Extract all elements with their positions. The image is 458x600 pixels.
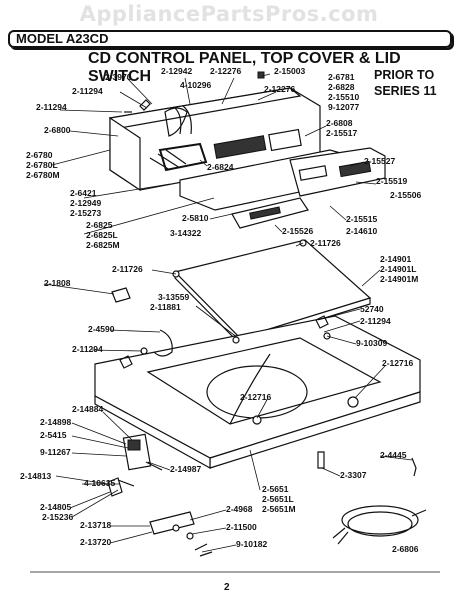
panel-plate (231, 197, 309, 229)
part-label: 2-6421 (70, 188, 97, 198)
part-label: 2-12942 (161, 66, 192, 76)
part-label: 2-6806 (392, 544, 419, 554)
part-label: 2-15515 (346, 214, 377, 224)
part-label: 2-15003 (274, 66, 305, 76)
part-label: 2-5415 (40, 430, 67, 440)
part-label: 2-13718 (80, 520, 111, 530)
part-label: 2-6780L (26, 160, 58, 170)
part-label: 2-6825 (86, 220, 113, 230)
part-label: 2-1808 (44, 278, 71, 288)
part-label: 9-10309 (356, 338, 387, 348)
part-label: 2-15236 (42, 512, 73, 522)
part-label: 2-11881 (150, 302, 181, 312)
part-label: 2-14898 (40, 417, 71, 427)
part-label: 4-10296 (180, 80, 211, 90)
part-label: 2-11726 (310, 238, 341, 248)
part-label: 2-14901L (380, 264, 416, 274)
prior-line-2: SERIES 11 (374, 84, 437, 98)
part-label: 2-14884 (72, 404, 103, 414)
part-label: 2-6781 (328, 72, 355, 82)
part-label: 2-5651 (262, 484, 289, 494)
part-label: 2-15519 (376, 176, 407, 186)
part-label: 2-5651L (262, 494, 294, 504)
lid-switch-assembly (107, 433, 163, 497)
part-label: 2-6800 (44, 125, 71, 135)
part-label: 2-6825M (86, 240, 120, 250)
part-labels: 2-3970 2-11294 2-12942 2-15003 2-6781 2-… (20, 66, 421, 554)
leader-lines (30, 73, 440, 573)
part-label: 2-14610 (346, 226, 377, 236)
part-label: 2-6780 (26, 150, 53, 160)
part-label: 2-11294 (360, 316, 391, 326)
part-label: 2-11294 (72, 344, 103, 354)
part-label: 2-11294 (72, 86, 103, 96)
page-number: 2 (224, 582, 230, 593)
part-label: 2-12276 (210, 66, 241, 76)
part-label: 2-3307 (340, 470, 367, 480)
part-label: 3-13559 (158, 292, 189, 302)
part-label: 2-14901M (380, 274, 418, 284)
part-label: 4-10635 (84, 478, 115, 488)
part-label: 2-5810 (182, 213, 209, 223)
prior-line-1: PRIOR TO (374, 68, 435, 82)
part-label: 2-6825L (86, 230, 118, 240)
model-header-box (8, 30, 452, 48)
part-label: 9-12077 (328, 102, 359, 112)
part-label: 9-10182 (236, 539, 267, 549)
part-label: 2-6780M (26, 170, 60, 180)
part-label: 2-12949 (70, 198, 101, 208)
part-label: 2-14901 (380, 254, 411, 264)
part-label: 2-11500 (226, 522, 257, 532)
part-label: 2-12276 (264, 84, 295, 94)
part-label: 3-14322 (170, 228, 201, 238)
part-label: 2-11726 (112, 264, 143, 274)
part-label: 2-14987 (170, 464, 201, 474)
prior-series-note: PRIOR TO SERIES 11 (374, 67, 437, 99)
part-label: 2-13720 (80, 537, 111, 547)
part-label: 9-11267 (40, 447, 71, 457)
part-label: 2-15273 (70, 208, 101, 218)
part-label: 2-3970 (105, 72, 132, 82)
part-label: 2-14805 (40, 502, 71, 512)
wire-harness-2-6806 (332, 505, 427, 545)
part-label: 2-5651M (262, 504, 296, 514)
control-panel-trim (179, 147, 386, 211)
part-label: 2-6828 (328, 82, 355, 92)
part-label: 2-15517 (326, 128, 357, 138)
part-label: 2-6824 (207, 162, 234, 172)
part-label: 2-4590 (88, 324, 115, 334)
part-label: 2-4968 (226, 504, 253, 514)
part-label: 52740 (360, 304, 384, 314)
part-label: 2-11294 (36, 102, 67, 112)
diagram-title: CD CONTROL PANEL, TOP COVER & LID SWITCH (88, 50, 401, 85)
part-label: 2-15510 (328, 92, 359, 102)
watermark-text: AppliancePartsPros.com (79, 2, 379, 26)
model-label: MODEL A23CD (16, 31, 109, 46)
part-label: 2-12716 (240, 392, 271, 402)
part-label: 2-6808 (326, 118, 353, 128)
part-label: 2-4445 (380, 450, 407, 460)
part-label: 2-14813 (20, 471, 51, 481)
top-cover (94, 315, 421, 470)
part-label: 2-15526 (282, 226, 313, 236)
part-label: 2-12716 (382, 358, 413, 368)
misc-parts (111, 71, 417, 557)
part-label: 2-15527 (364, 156, 395, 166)
part-label: 2-15506 (390, 190, 421, 200)
